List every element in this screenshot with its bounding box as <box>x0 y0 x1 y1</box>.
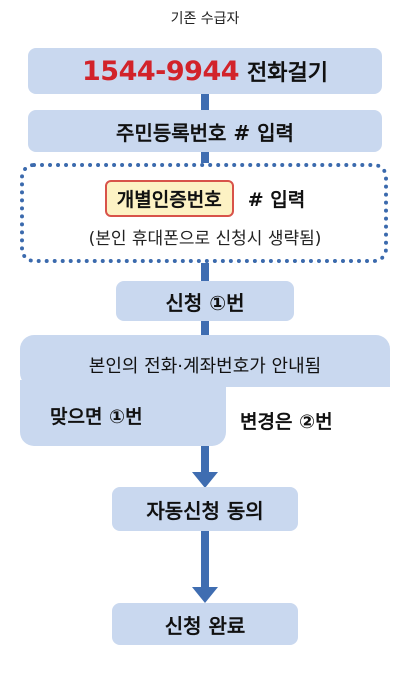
connector-5 <box>201 444 209 474</box>
auth-line: 개별인증번호 # 입력 <box>0 180 410 217</box>
auth-code-highlight: 개별인증번호 <box>104 180 234 217</box>
connector-1 <box>201 92 209 112</box>
auto-consent-label: 자동신청 동의 <box>146 498 264 523</box>
arrow-down-icon <box>192 472 218 488</box>
info-box-top <box>20 335 390 387</box>
arrow-down-icon <box>192 587 218 603</box>
step-complete: 신청 완료 <box>112 603 298 645</box>
option-match: 맞으면 ①번 <box>50 406 143 428</box>
apply-label: 신청 ①번 <box>165 290 245 315</box>
resident-number-label: 주민등록번호 # 입력 <box>116 120 294 145</box>
diagram-title: 기존 수급자 <box>170 11 240 27</box>
step-apply-1: 신청 ①번 <box>116 281 294 321</box>
connector-3 <box>201 261 209 283</box>
step-resident-number: 주민등록번호 # 입력 <box>28 110 382 152</box>
connector-6 <box>201 529 209 589</box>
call-label: 전화걸기 <box>247 61 328 86</box>
step-call: 1544-9944 전화걸기 <box>28 48 382 94</box>
option-change: 변경은 ②번 <box>240 411 333 433</box>
info-question: 본인의 전화·계좌번호가 안내됨 <box>88 356 322 377</box>
complete-label: 신청 완료 <box>164 613 246 638</box>
connector-2 <box>201 150 209 165</box>
auth-suffix: # 입력 <box>247 189 306 211</box>
auth-note: (본인 휴대폰으로 신청시 생략됨) <box>88 229 322 249</box>
phone-number: 1544-9944 <box>82 55 240 87</box>
connector-4 <box>201 319 209 337</box>
step-auto-consent: 자동신청 동의 <box>112 487 298 531</box>
info-box-left <box>20 380 226 446</box>
